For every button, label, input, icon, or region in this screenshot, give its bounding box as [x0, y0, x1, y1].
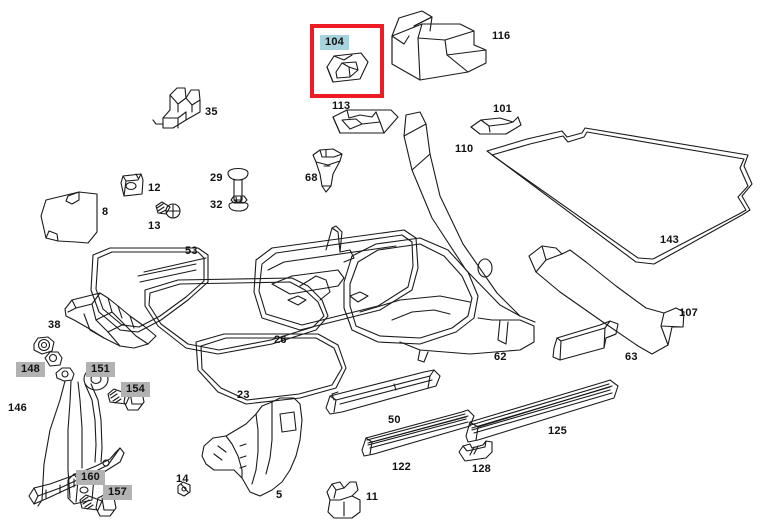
callout-label-29[interactable]: 29 [210, 172, 223, 184]
callout-label-146[interactable]: 146 [8, 402, 27, 414]
part-8-shape [40, 191, 98, 244]
callout-label-110[interactable]: 110 [455, 143, 474, 155]
part-125-shape [465, 379, 619, 443]
callout-label-12[interactable]: 12 [148, 182, 161, 194]
part-35-shape [152, 87, 201, 129]
part-68-shape [312, 148, 343, 193]
callout-label-11[interactable]: 11 [366, 491, 379, 503]
callout-label-23[interactable]: 23 [237, 389, 250, 401]
callout-label-53[interactable]: 53 [185, 245, 198, 257]
part-143-shape [486, 127, 753, 265]
callout-label-148[interactable]: 148 [16, 362, 45, 377]
callout-label-160[interactable]: 160 [76, 470, 105, 485]
part-62-shape [343, 237, 535, 363]
part-5-shape [201, 397, 303, 497]
part-107-shape [528, 245, 685, 355]
callout-label-35[interactable]: 35 [205, 106, 218, 118]
callout-label-5[interactable]: 5 [276, 489, 283, 501]
callout-label-38[interactable]: 38 [48, 319, 61, 331]
part-148-shape [33, 336, 55, 355]
selection-highlight-box[interactable] [310, 24, 384, 98]
callout-label-14[interactable]: 14 [176, 473, 189, 485]
part-53-shape [90, 247, 209, 333]
callout-label-113[interactable]: 113 [332, 100, 351, 112]
callout-label-154[interactable]: 154 [121, 382, 150, 397]
callout-label-143[interactable]: 143 [660, 234, 679, 246]
callout-label-122[interactable]: 122 [392, 461, 411, 473]
part-101-shape [470, 116, 522, 135]
callout-label-50[interactable]: 50 [388, 414, 401, 426]
callout-label-157[interactable]: 157 [103, 485, 132, 500]
callout-label-26[interactable]: 26 [274, 334, 287, 346]
part-110-shape [403, 111, 536, 323]
callout-label-62[interactable]: 62 [494, 351, 507, 363]
callout-label-13[interactable]: 13 [148, 220, 161, 232]
part-11-shape [326, 481, 361, 519]
part-38-shape [64, 292, 157, 349]
part-13-shape [155, 201, 181, 219]
callout-label-125[interactable]: 125 [548, 425, 567, 437]
part-116-shape [391, 10, 487, 81]
part-26-shape [144, 277, 329, 355]
part-128-shape [458, 440, 493, 462]
part-14-shape [177, 481, 191, 497]
part-146-shape [28, 351, 125, 507]
part-122-shape [361, 409, 475, 457]
callout-label-101[interactable]: 101 [493, 103, 512, 115]
part-104-shape [326, 52, 369, 83]
part-113-shape [332, 109, 399, 134]
callout-label-151[interactable]: 151 [86, 362, 115, 377]
callout-label-128[interactable]: 128 [472, 463, 491, 475]
callout-label-107[interactable]: 107 [679, 307, 698, 319]
part-center-floor-assembly [253, 225, 419, 331]
callout-label-63[interactable]: 63 [625, 351, 638, 363]
part-32-shape [228, 195, 249, 212]
part-63-shape [552, 320, 619, 361]
part-12-shape [120, 173, 144, 197]
part-50-shape [325, 369, 441, 415]
callout-label-8[interactable]: 8 [102, 206, 109, 218]
callout-label-116[interactable]: 116 [492, 30, 511, 42]
part-23-shape [195, 333, 347, 405]
callout-label-32[interactable]: 32 [210, 199, 223, 211]
callout-label-68[interactable]: 68 [305, 172, 318, 184]
callout-label-104[interactable]: 104 [320, 35, 349, 50]
